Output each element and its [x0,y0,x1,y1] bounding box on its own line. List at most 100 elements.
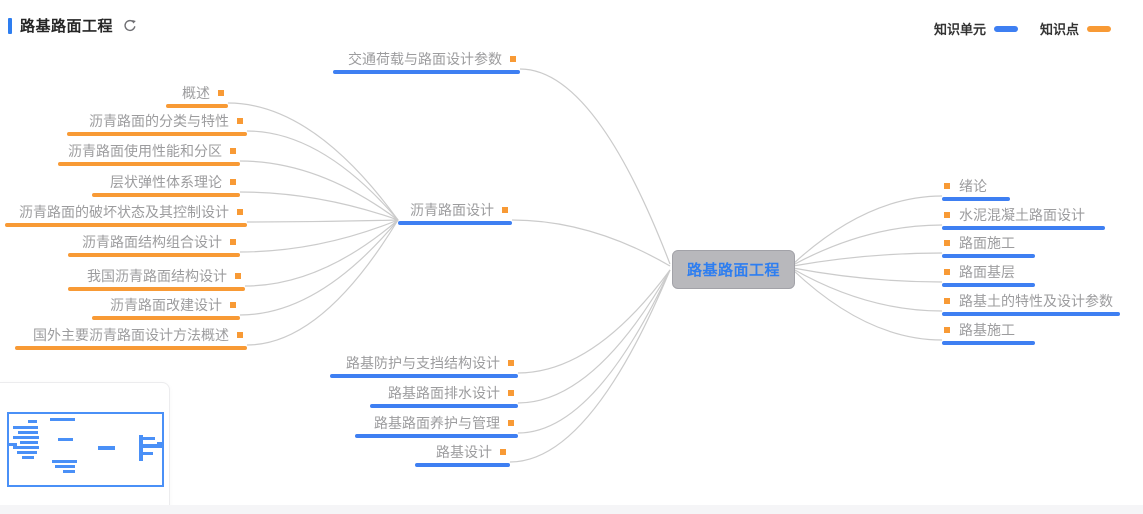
point-underline [15,346,247,350]
unit-node[interactable]: 路基防护与支挡结构设计 [330,354,518,378]
point-node[interactable]: 沥青路面的分类与特性 [67,112,247,136]
node-bullet-icon [502,206,508,213]
knowledge-unit-color-swatch [993,25,1018,32]
node-bullet-icon [230,238,236,245]
unit-underline [370,404,518,408]
edge [239,160,399,221]
edge [792,224,943,266]
node-label: 层状弹性体系理论 [110,173,222,190]
unit-underline [942,197,1010,201]
node-label: 路基路面养护与管理 [374,414,500,431]
edge [792,268,943,312]
point-node[interactable]: 国外主要沥青路面设计方法概述 [15,326,247,350]
unit-underline [942,341,1035,345]
unit-node[interactable]: 路基路面排水设计 [370,384,518,408]
node-label: 沥青路面设计 [410,201,494,218]
node-label: 路基施工 [959,321,1015,338]
node-bullet-icon [944,297,950,304]
unit-node[interactable]: 路面施工 [942,234,1035,258]
node-bullet-icon [510,55,516,62]
node-bullet-icon [230,147,236,154]
point-underline [166,104,228,108]
unit-node[interactable]: 路面基层 [942,263,1035,287]
node-bullet-icon [508,359,514,366]
node-bullet-icon [230,301,236,308]
point-underline [92,193,240,197]
legend-item-knowledge-point[interactable]: 知识点 [1040,19,1111,38]
legend-item-knowledge-unit[interactable]: 知识单元 [934,19,1018,38]
edge [239,191,399,221]
point-node[interactable]: 沥青路面改建设计 [92,296,240,320]
edge [517,269,671,434]
legend-label: 知识单元 [933,22,986,37]
point-underline [58,162,240,166]
node-bullet-icon [508,419,514,426]
node-label: 路基设计 [436,443,492,460]
unit-node[interactable]: 绪论 [942,177,1010,201]
edge [792,252,943,267]
point-node[interactable]: 沥青路面使用性能和分区 [58,142,240,166]
node-label: 路基路面排水设计 [388,384,500,401]
node-bullet-icon [218,89,224,96]
point-node[interactable]: 概述 [166,84,228,108]
edge [244,219,399,287]
edge [517,269,671,374]
unit-node[interactable]: 路基设计 [415,443,510,467]
knowledge-point-color-swatch [1087,25,1111,32]
unit-node[interactable]: 水泥混凝土路面设计 [942,206,1105,230]
point-node[interactable]: 我国沥青路面结构设计 [68,267,245,291]
refresh-icon[interactable] [123,18,138,33]
node-label: 沥青路面结构组合设计 [82,233,222,250]
point-underline [68,253,240,257]
minimap-viewport[interactable] [7,412,164,487]
node-label: 路面基层 [959,263,1015,280]
point-underline [67,132,247,136]
node-bullet-icon [944,239,950,246]
node-bullet-icon [237,117,243,124]
unit-node-asphalt-design[interactable]: 沥青路面设计 [398,201,512,225]
edge [792,269,943,341]
node-bullet-icon [237,208,243,215]
point-node[interactable]: 沥青路面结构组合设计 [68,233,240,257]
unit-node[interactable]: 路基土的特性及设计参数 [942,292,1120,316]
node-label: 沥青路面使用性能和分区 [68,142,222,159]
root-node[interactable]: 路基路面工程 [672,250,795,289]
unit-underline [333,70,520,74]
legend-label: 知识点 [1039,22,1079,37]
point-node[interactable]: 层状弹性体系理论 [92,173,240,197]
node-bullet-icon [237,331,243,338]
edge [517,269,671,404]
edge [246,219,399,346]
point-underline [68,287,245,291]
node-bullet-icon [944,268,950,275]
node-bullet-icon [944,326,950,333]
edge [227,102,399,221]
node-label: 沥青路面的分类与特性 [89,112,229,129]
unit-underline [415,463,510,467]
edge [239,219,399,253]
edge [246,219,399,223]
unit-node[interactable]: 路基路面养护与管理 [355,414,518,438]
edge [511,219,671,267]
bottom-strip [0,505,1143,514]
unit-node[interactable]: 路基施工 [942,321,1035,345]
point-node[interactable]: 沥青路面的破坏状态及其控制设计 [5,203,247,227]
node-bullet-icon [500,448,506,455]
unit-node-traffic-loads[interactable]: 交通荷载与路面设计参数 [333,50,520,74]
legend: 知识单元 知识点 [934,19,1111,38]
node-label: 路基土的特性及设计参数 [959,292,1113,309]
node-label: 沥青路面的破坏状态及其控制设计 [19,203,229,220]
edge [239,219,399,316]
node-label: 我国沥青路面结构设计 [87,267,227,284]
unit-underline [942,254,1035,258]
node-bullet-icon [235,272,241,279]
page-title: 路基路面工程 [20,18,114,35]
unit-underline [942,283,1035,287]
minimap-panel[interactable] [0,382,170,507]
node-label: 沥青路面改建设计 [110,296,222,313]
point-underline [5,223,247,227]
node-label: 路面施工 [959,234,1015,251]
unit-underline [942,226,1105,230]
